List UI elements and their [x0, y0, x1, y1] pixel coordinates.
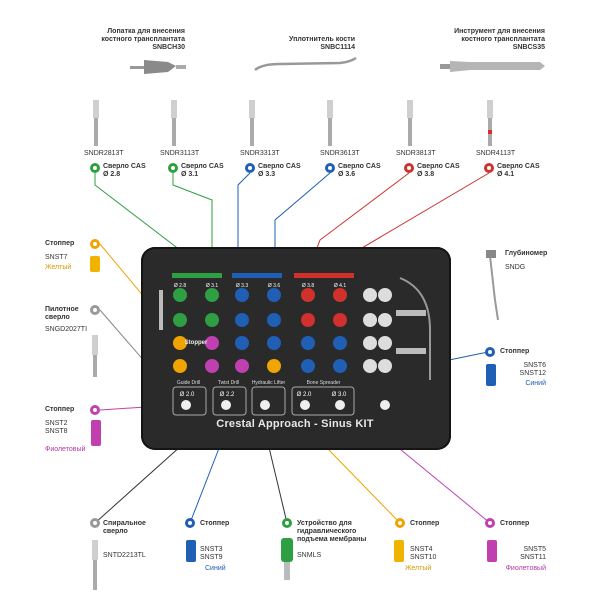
top-instrument-2-name: Уплотнитель кости SNBC1114	[289, 36, 355, 51]
right-stopper-blue-title: Стоппер	[500, 348, 530, 355]
left-stopper-yellow-code: SNST7	[45, 254, 68, 261]
kit-title: Crestal Approach - Sinus KIT	[216, 418, 374, 430]
bottom-stopper-blue-color: Синий	[205, 565, 226, 572]
kit-holes	[173, 288, 392, 373]
kit-socket-size-1: Ø 2.0	[179, 392, 195, 398]
top-instrument-1-name: Лопатка для внесения костного трансплант…	[101, 28, 185, 51]
left-stopper-yellow-color: Желтый	[45, 264, 72, 271]
bone-graft-spatula-drawing	[130, 60, 186, 74]
bottom-stopper-purple-code-1: SNST5	[523, 546, 546, 553]
kit-col-size: Ø 2.8	[173, 283, 187, 289]
kit-col-size: Ø 3.1	[205, 283, 219, 289]
pilot-drill-drawing	[92, 335, 98, 377]
drill-code-4: SNDR3613T	[320, 150, 360, 157]
depth-gauge-code: SNDG	[505, 264, 526, 271]
hydraulic-lifter-drawing	[281, 538, 293, 580]
kit-section-twist-drill: Twist Drill	[217, 380, 240, 386]
drill-code-6: SNDR4113T	[476, 150, 516, 157]
bottom-stopper-blue-code-2: SNST9	[200, 554, 223, 561]
kit-stopper-label: Stopper	[184, 340, 208, 346]
bone-condenser-drawing	[254, 56, 357, 71]
right-stopper-blue-code-1: SNST6	[523, 362, 546, 369]
left-stopper-yellow-title: Стоппер	[45, 240, 75, 247]
kit-section-hydraulic-lifter: Hydraulic Lifter	[251, 380, 286, 386]
kit-col-size: Ø 3.6	[267, 283, 281, 289]
kit-socket-size-4: Ø 3.0	[331, 392, 347, 398]
right-dots	[485, 347, 495, 357]
kit-section-guide-drill: Guide Drill	[176, 380, 201, 386]
bottom-stopper-purple-code-2: SNST11	[520, 554, 546, 561]
bottom-stopper-yellow-code-1: SNST4	[410, 546, 433, 553]
bottom-stopper-yellow-code-2: SNST10	[410, 554, 437, 561]
bone-graft-injector-drawing	[440, 61, 545, 72]
left-stopper-purple-title: Стоппер	[45, 406, 75, 413]
bottom-stopper-yellow-color: Желтый	[405, 565, 432, 572]
hydraulic-lifter-code: SNMLS	[297, 552, 322, 559]
drill-dots	[90, 163, 494, 173]
drill-code-3: SNDR3313T	[240, 150, 280, 157]
kit-col-size: Ø 4.1	[333, 283, 347, 289]
bottom-stopper-yellow-title: Стоппер	[410, 520, 440, 527]
drill-drawings	[93, 100, 493, 146]
depth-gauge-drawing	[486, 250, 499, 321]
depth-gauge-title: Глубиномер	[505, 250, 548, 257]
spiral-drill-drawing	[92, 540, 98, 590]
kit-col-size: Ø 3.8	[301, 283, 315, 289]
drill-code-1: SNDR2813T	[84, 150, 124, 157]
right-stopper-blue-color: Синий	[525, 380, 546, 387]
left-stopper-purple-code-1: SNST2	[45, 420, 68, 427]
bottom-dots	[90, 518, 495, 528]
top-instrument-3-name: Инструмент для внесения костного транспл…	[454, 28, 545, 51]
left-stopper-purple-color: Фиолетовый	[45, 446, 86, 453]
right-stopper-blue-code-2: SNST12	[519, 370, 546, 377]
drill-code-5: SNDR3813T	[396, 150, 436, 157]
kit-col-size: Ø 3.3	[235, 283, 249, 289]
kit-section-bone-spreader: Bone Spreader	[306, 380, 341, 386]
bottom-stopper-blue-code-1: SNST3	[200, 546, 223, 553]
spiral-drill-code: SNTD2213TL	[103, 552, 146, 559]
kit-socket-size-2: Ø 2.2	[219, 392, 235, 398]
pilot-drill-code: SNGD2027TI	[45, 326, 88, 333]
bottom-stopper-purple-title: Стоппер	[500, 520, 530, 527]
left-dots	[90, 239, 100, 415]
drill-code-2: SNDR3113T	[160, 150, 200, 157]
bottom-stopper-blue-title: Стоппер	[200, 520, 230, 527]
bottom-stopper-purple-color: Фиолетовый	[505, 565, 546, 572]
left-stopper-purple-code-2: SNST8	[45, 428, 68, 435]
kit-socket-size-3: Ø 2.0	[296, 392, 312, 398]
stopper-drawings	[90, 256, 497, 562]
kit-section-boxes	[172, 386, 355, 416]
